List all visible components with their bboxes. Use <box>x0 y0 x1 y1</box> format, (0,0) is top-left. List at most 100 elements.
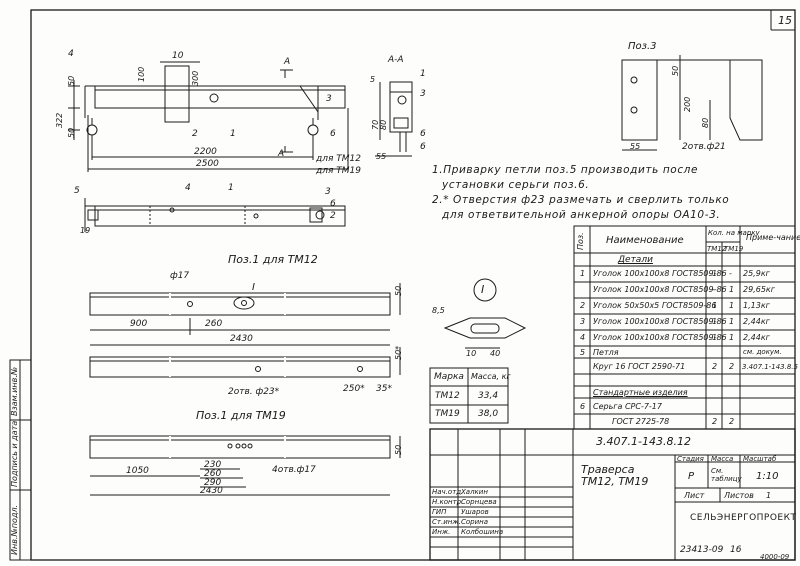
dim-label: 900 <box>130 319 148 329</box>
callout: 4 <box>68 49 74 59</box>
spec-qty: 1 <box>712 317 718 326</box>
bottom-sheet: 16 <box>730 545 742 555</box>
callout: 3 <box>325 187 331 197</box>
for-tm19-label: для ТМ19 <box>316 166 361 176</box>
dim-label: 80 <box>379 119 388 130</box>
spec-qty: 1 <box>729 333 735 342</box>
mass-value: См. таблицу <box>711 467 742 483</box>
dim-label: 2500 <box>196 159 219 169</box>
title-line1: Траверса <box>581 463 635 476</box>
callout: 2 <box>330 211 336 221</box>
dim-label: 1050 <box>126 466 149 476</box>
spec-name: Серьга СРС-7-17 <box>593 402 662 411</box>
sheet-number: 15 <box>778 14 792 27</box>
pos1-tm12-title: Поз.1 для ТМ12 <box>228 253 318 266</box>
spec-note: 2,44кг <box>743 333 770 342</box>
spec-qty: 2 <box>712 362 718 371</box>
person: Колбошина <box>461 528 504 536</box>
dim-label: 55 <box>376 152 387 161</box>
dim-label: 322 <box>55 112 64 128</box>
callout: 3 <box>326 94 332 104</box>
dim-label: 55 <box>630 142 641 151</box>
dim-label: 80 <box>701 117 710 128</box>
dim-label: 50* <box>394 345 403 360</box>
cut-mark: А <box>284 57 291 67</box>
dim-label: 35* <box>376 384 392 394</box>
pos1-tm19-holes: 4отв.ф17 <box>272 465 316 475</box>
scale-label: Масштаб <box>743 455 777 463</box>
spec-qty: 1 <box>712 269 718 278</box>
role: ГИП <box>432 508 447 516</box>
dim-label: 260 <box>205 319 223 329</box>
person: Сорнцева <box>461 498 497 506</box>
spec-note: 25,9кг <box>743 269 770 278</box>
dim-label: 10 <box>466 349 477 358</box>
dim-label: 50 <box>394 285 403 296</box>
note-line: 2.* Отверстия ф23 размечать и сверлить т… <box>432 194 730 206</box>
dim-label: 100 <box>137 66 146 82</box>
spec-pos: 2 <box>580 301 586 310</box>
for-tm12-label: для ТМ12 <box>316 154 361 164</box>
spec-pos: 3 <box>580 317 586 326</box>
side-inventory-label: Инв.№подл. <box>10 504 19 555</box>
dim-label: 2430 <box>200 486 223 496</box>
spec-qty: 2 <box>729 417 735 426</box>
title-line2: ТМ12, ТМ19 <box>581 475 649 488</box>
callout: 5 <box>74 186 80 196</box>
role: Инж. <box>432 528 451 536</box>
spec-header-tm19: ТМ19 <box>724 245 744 253</box>
spec-qty: - <box>712 285 715 294</box>
spec-pos: 5 <box>580 348 586 357</box>
callout: 3 <box>420 89 426 99</box>
dim-label: 10 <box>172 51 184 61</box>
spec-qty: 1 <box>729 317 735 326</box>
pos1-tm19-title: Поз.1 для ТМ19 <box>196 409 286 422</box>
spec-qty: 1 <box>729 285 735 294</box>
dim-label: 40 <box>490 349 501 358</box>
dim-label: 19 <box>80 226 91 235</box>
mass-cell: 33,4 <box>478 391 499 401</box>
mass-header: Масса, кг <box>471 372 511 381</box>
dim-label: 230 <box>204 460 222 470</box>
sheets-label: Листов <box>724 491 754 500</box>
mass-cell: ТМ12 <box>435 391 460 401</box>
dim-label: 250* <box>343 384 365 394</box>
callout: 1 <box>230 129 236 139</box>
dim-label: 2430 <box>230 334 253 344</box>
callout: 6 <box>420 142 426 152</box>
sheets-count: 1 <box>766 491 772 500</box>
role: Нач.отд. <box>432 488 464 496</box>
spec-name: Уголок 50х50х5 ГОСТ8509-86 <box>593 301 717 310</box>
dim-label: 2200 <box>194 147 217 157</box>
spec-header-tm12: ТМ12 <box>707 245 727 253</box>
mass-cell: ТМ19 <box>435 409 460 419</box>
dim-label: ф17 <box>170 271 190 281</box>
mass-cell: 38,0 <box>478 409 499 419</box>
dim-label: 50 <box>67 75 76 86</box>
spec-note: 2,44кг <box>743 317 770 326</box>
spec-name: ГОСТ 2725-78 <box>612 417 670 426</box>
side-replace-label: Взам.инв.№ <box>10 366 19 416</box>
detail-ref: I <box>252 282 255 293</box>
dim-label: 50 <box>671 65 680 76</box>
dim-label: 300 <box>191 70 200 86</box>
person: Ушаров <box>461 508 489 516</box>
dim-label: 5 <box>370 75 376 84</box>
callout: 2 <box>192 129 198 139</box>
person: Халкин <box>461 488 488 496</box>
person: Сорина <box>461 518 489 526</box>
callout: 6 <box>420 129 426 139</box>
pos3-title: Поз.3 <box>628 41 657 52</box>
spec-qty: 2 <box>729 362 735 371</box>
spec-note: см. докум. <box>743 348 782 356</box>
spec-note: 29,65кг <box>743 285 775 294</box>
bottom-code: 23413-09 <box>680 545 724 555</box>
pos1-tm12-holes: 2отв. ф23* <box>228 387 280 397</box>
spec-qty: 1 <box>712 301 718 310</box>
spec-qty: 1 <box>729 301 735 310</box>
spec-header-name: Наименование <box>606 235 684 246</box>
spec-note: 3.407.1-143.8.5 <box>742 363 798 371</box>
doc-code: 3.407.1-143.8.12 <box>596 435 691 448</box>
